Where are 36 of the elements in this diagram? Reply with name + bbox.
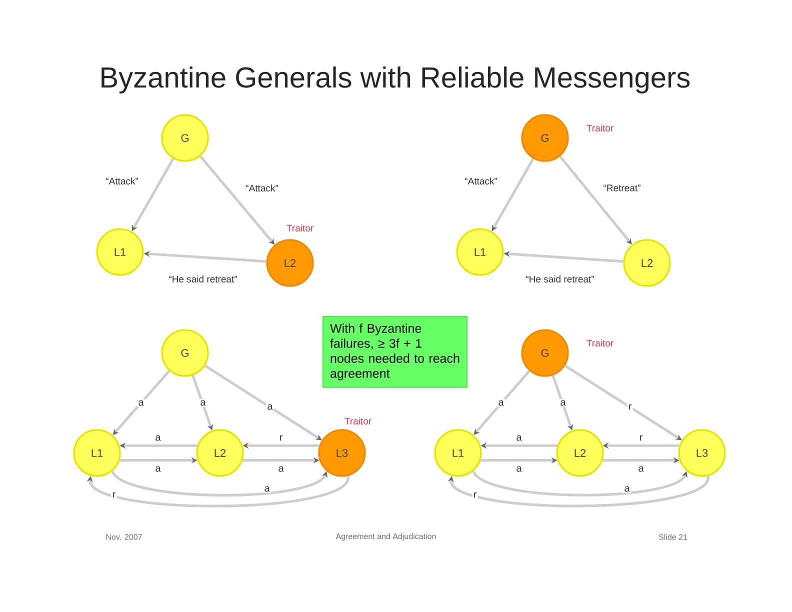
edge-label: “Retreat”	[602, 183, 642, 192]
edge-label: a	[623, 485, 631, 493]
edge-label: “Attack”	[104, 176, 140, 186]
edge-label: a	[263, 485, 271, 493]
edge-label: a	[515, 434, 523, 442]
footer-text: Slide 21	[658, 534, 688, 540]
edge-label: a	[277, 465, 285, 473]
edge-label: “He said retreat”	[168, 274, 239, 284]
edge-label: a	[497, 399, 505, 407]
edge-label: a	[266, 403, 274, 411]
edge-label: “He said retreat”	[524, 274, 596, 284]
node-caption: Traitor	[286, 224, 314, 232]
note-box: With f Byzantine failures, ≥ 3f + 1 nodes needed to reach agreement	[322, 316, 468, 388]
footer-text: Agreement and Adjudication	[336, 533, 436, 541]
edge-label: a	[154, 434, 162, 442]
edge-label: a	[199, 399, 207, 407]
arrow	[472, 470, 688, 496]
edge-label: a	[559, 399, 567, 407]
edge-label: r	[638, 434, 644, 442]
edge-label: r	[111, 491, 117, 499]
edge-label: r	[472, 491, 478, 499]
edge-label: a	[137, 399, 145, 407]
arrow	[448, 475, 710, 508]
edge-label: a	[515, 465, 523, 473]
edge-label: r	[278, 434, 284, 442]
arrow	[86, 475, 350, 508]
edge-label: “Attack”	[244, 183, 280, 193]
edge-label: r	[627, 403, 633, 411]
edge-label: “Attack”	[463, 176, 499, 186]
node-caption: Traitor	[344, 418, 372, 424]
node-caption: Traitor	[586, 124, 614, 132]
title: Byzantine Generals with Reliable Messengers	[102, 66, 690, 94]
footer-text: Nov. 2007	[106, 534, 142, 540]
edge-label: a	[637, 465, 645, 473]
edge-label: a	[154, 465, 162, 473]
node-caption: Traitor	[586, 340, 614, 346]
